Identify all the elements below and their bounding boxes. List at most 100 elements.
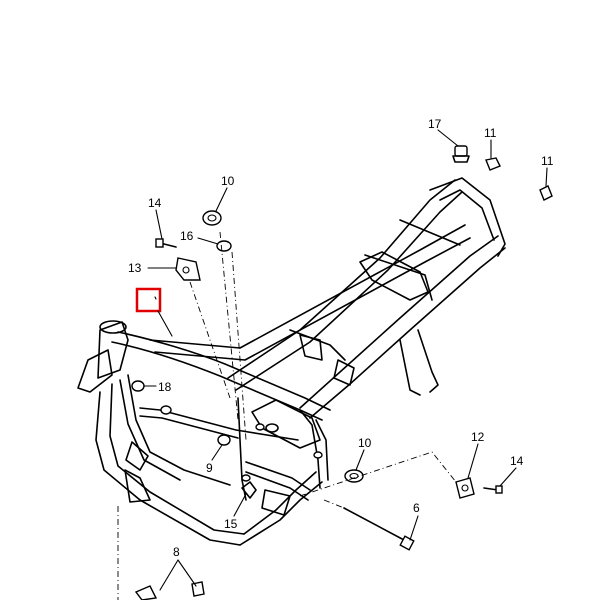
highlight-marker (135, 287, 173, 337)
head-pipe (97, 321, 129, 379)
collar-16-shape (216, 240, 232, 252)
callout-11-upper: 11 (484, 126, 497, 140)
rear-crossbrace-2 (399, 219, 461, 246)
callout-10-lower: 10 (358, 436, 372, 450)
collar-9-shape (217, 434, 231, 446)
part-18-bolt (131, 380, 145, 392)
left-upper-spar-inner (117, 331, 331, 411)
centerline-6 (323, 499, 345, 509)
part-9-collar (217, 434, 231, 446)
bracket-12-shape (455, 477, 475, 499)
cross-member-upper-inner (139, 415, 239, 439)
part-14-bolt-b (483, 485, 503, 494)
centerline-16 (231, 251, 247, 441)
stay-bracket-1 (299, 334, 323, 361)
callout-14-lower: 14 (510, 454, 524, 468)
mount-boss-a (160, 405, 172, 415)
backbone-inner (235, 191, 463, 391)
bolt-14b-head (495, 485, 503, 494)
callout-17: 17 (428, 117, 442, 131)
callout-6: 6 (413, 501, 420, 515)
stay-bracket-3 (261, 489, 291, 516)
mount-boss-b (255, 423, 265, 431)
callout-14-upper: 14 (148, 196, 162, 210)
callout-15: 15 (224, 517, 238, 531)
part-12-bracket (455, 477, 475, 499)
cap-17-base (452, 155, 470, 163)
lower-cradle-front (239, 481, 323, 546)
leader-6 (409, 515, 419, 541)
center-lines (117, 231, 457, 600)
fastener-8b (191, 581, 205, 597)
bracket-13-shape (175, 257, 201, 281)
leader-17 (437, 129, 459, 147)
part-14-bolt-a (155, 238, 177, 248)
rear-crossbrace-1 (364, 254, 433, 301)
part-16-collar (216, 240, 232, 252)
leader-9 (211, 444, 223, 461)
leader-10b (355, 449, 365, 471)
bracket-12-hole (461, 484, 469, 492)
clip-15-shape (241, 481, 257, 499)
bolt-14a-head (155, 238, 164, 248)
damper-10b-outer (344, 469, 364, 483)
rear-loop (429, 177, 506, 257)
head-pipe-bracket (77, 349, 113, 393)
part-10-damper-b (344, 469, 364, 483)
cross-member-lower (245, 461, 311, 491)
centerline-12 (299, 451, 457, 497)
front-downtube-left (95, 391, 241, 546)
leader-14a (155, 209, 163, 240)
bolt-18-head (131, 380, 145, 392)
front-gusset (125, 441, 149, 471)
pivot-plate-hole (265, 423, 279, 433)
grommet-11b-shape (539, 185, 553, 201)
stay-bracket-2 (333, 359, 355, 386)
rear-hanger-b (417, 329, 439, 393)
part-11-grommet-b (539, 185, 553, 201)
leader-11b (545, 167, 548, 187)
rear-hanger-a (399, 339, 421, 396)
lower-hanger (124, 469, 151, 503)
grommet-11a-shape (485, 157, 501, 171)
right-upper-spar-inner (154, 237, 471, 361)
seat-rail-right (309, 247, 506, 419)
part-13-bracket (175, 257, 201, 281)
leader-12 (467, 443, 479, 479)
mount-boss-d (241, 474, 251, 482)
front-downtube-left-inner (109, 383, 245, 535)
part-17-cap (452, 145, 470, 163)
damper-10b-inner (349, 472, 359, 480)
cross-member-upper (139, 407, 299, 441)
damper-10a-outer (202, 210, 222, 226)
backbone (227, 179, 456, 379)
part-11-grommet-a (485, 157, 501, 171)
rear-loop-inner (439, 189, 495, 241)
callout-16: 16 (180, 229, 194, 243)
highlight-tick (154, 296, 157, 300)
callout-10-upper: 10 (221, 174, 235, 188)
leader-14b (499, 467, 517, 487)
through-bolt-6-shank (343, 507, 405, 541)
callouts: 17 11 11 10 14 16 13 18 9 10 12 14 15 6 … (128, 117, 554, 559)
seat-bracket (359, 251, 429, 301)
leader-8 (159, 559, 197, 591)
callout-12: 12 (471, 430, 485, 444)
part-8-fasteners (134, 581, 205, 600)
seat-rail-left (299, 235, 499, 409)
part-6-through-bolt (343, 507, 415, 551)
pivot-upright-left (237, 397, 247, 501)
highlight-box (135, 287, 162, 313)
centerline-13 (189, 281, 231, 399)
main-frame (77, 177, 506, 546)
callout-11-right: 11 (541, 154, 554, 168)
pivot-upright-right-inner (315, 419, 329, 481)
callout-9: 9 (206, 461, 213, 475)
highlight-leader (157, 310, 173, 337)
mount-boss-c (313, 451, 323, 459)
damper-10a-inner (207, 214, 217, 222)
callout-18: 18 (158, 380, 172, 394)
callout-13: 13 (128, 261, 142, 275)
